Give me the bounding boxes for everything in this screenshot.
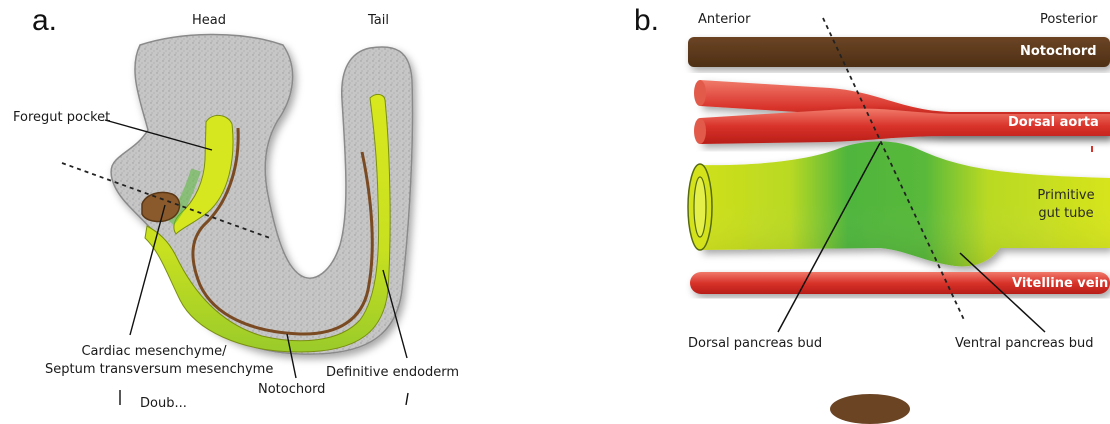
notochord-label-b: Notochord	[1020, 44, 1097, 60]
panel-a-letter: a.	[32, 4, 57, 38]
cut-off-label: Doub...	[140, 396, 187, 412]
dorsal-pancreas-bud-label: Dorsal pancreas bud	[688, 336, 822, 352]
figure: a. Head Tail Foregut pocket Cardiac mese…	[0, 0, 1110, 405]
cardiac-label-line1: Cardiac mesenchyme/	[45, 344, 263, 360]
posterior-label: Posterior	[1040, 12, 1097, 28]
leader-bottom-right	[406, 393, 408, 405]
ventral-pancreas-bud-label: Ventral pancreas bud	[955, 336, 1094, 352]
panel-b-letter: b.	[634, 4, 659, 38]
definitive-endoderm-label: Definitive endoderm	[326, 365, 459, 381]
vitelline-vein-label: Vitelline vein	[1012, 276, 1108, 292]
head-label: Head	[192, 13, 226, 29]
tail-label: Tail	[368, 13, 389, 29]
cardiac-label-line2: Septum transversum mesenchyme	[45, 362, 263, 378]
dorsal-aorta-label: Dorsal aorta	[1008, 115, 1099, 131]
gut-tube-label-line1: Primitive	[1030, 188, 1102, 204]
cardiac-mesenchyme	[142, 192, 180, 221]
foregut-pocket-label: Foregut pocket	[13, 110, 110, 126]
gut-tube-label-line2: gut tube	[1030, 206, 1102, 222]
cropped-shape-bottom	[830, 394, 910, 424]
notochord-label-a: Notochord	[258, 382, 325, 398]
anterior-label: Anterior	[698, 12, 750, 28]
